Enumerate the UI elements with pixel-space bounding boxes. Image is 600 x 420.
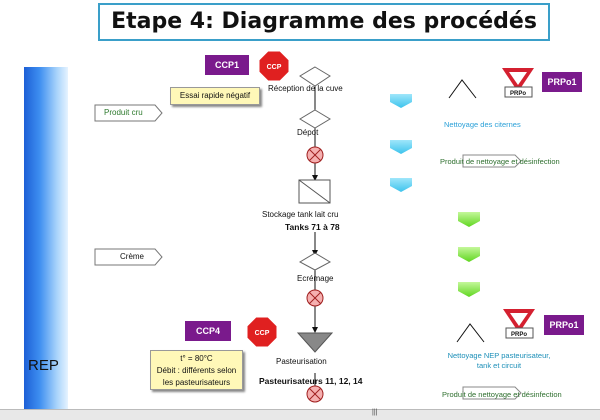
pasteurisateurs-label: Pasteurisateurs 11, 12, 14: [259, 376, 363, 386]
ccp4-tag: CCP4: [185, 321, 231, 341]
cross-circle-3: [306, 385, 324, 403]
prpo1-bottom-tag: PRPo1: [544, 315, 584, 335]
stockage-label: Stockage tank lait cru: [262, 210, 339, 219]
yield-sign-icon: [502, 68, 534, 98]
yield-sign-label: PRPo: [511, 332, 527, 338]
output-shape-2: [462, 386, 522, 400]
green-chevron-icon: [458, 282, 480, 297]
tanks-label: Tanks 71 à 78: [285, 222, 340, 232]
temperature-line: t° = 80°C: [180, 354, 213, 363]
prpo1-top-tag: PRPo1: [542, 72, 582, 92]
cyan-chevron-icon: [390, 178, 412, 192]
cross-circle-1: [306, 146, 324, 164]
green-chevron-icon: [458, 247, 480, 262]
title-box: Etape 4: Diagramme des procédés: [98, 3, 550, 41]
caret-shape: [456, 323, 485, 343]
scroll-grip-icon[interactable]: |||: [372, 409, 378, 416]
stop-sign-icon: [246, 316, 278, 348]
page-title: Etape 4: Diagramme des procédés: [111, 9, 537, 34]
produit-cru-label: Produit cru: [104, 108, 143, 117]
depot-label: Dépot: [297, 128, 319, 137]
rep-label: REP: [28, 357, 59, 374]
ecremage-label: Ecrémage: [297, 274, 334, 283]
pasteurisation-triangle: [296, 332, 334, 353]
stop-sign-label: CCP: [267, 64, 282, 71]
ccp1-tag: CCP1: [205, 55, 249, 75]
cross-circle-2: [306, 289, 324, 307]
reception-label: Réception de la cuve: [268, 84, 343, 93]
stop-sign-icon: [258, 50, 290, 82]
produit-nettoyage-2-label: Produit de nettoyage et désinfection: [442, 390, 562, 399]
tank-box: [298, 179, 331, 204]
yield-sign-label: PRPo: [510, 91, 526, 97]
essai-note: Essai rapide négatif: [170, 87, 260, 105]
nep-label: Nettoyage NEP pasteurisateur, tank et ci…: [434, 351, 564, 371]
pasteurisation-label: Pasteurisation: [276, 357, 327, 366]
yield-sign-icon: [503, 309, 535, 339]
nep-line-2: tank et circuit: [476, 361, 522, 370]
temperature-note: t° = 80°C Débit : différents selon les p…: [150, 350, 243, 390]
cyan-chevron-icon: [390, 140, 412, 154]
diamond-ecremage: [298, 252, 332, 271]
produit-nettoyage-1-label: Produit de nettoyage et désinfection: [440, 157, 560, 166]
horizontal-scrollbar[interactable]: [0, 409, 600, 420]
rep-bar: [24, 67, 68, 413]
input-shape-creme: [94, 248, 163, 266]
diamond-depot: [299, 109, 331, 129]
stop-sign-label: CCP: [255, 330, 270, 337]
output-shape-1: [462, 154, 522, 168]
cyan-chevron-icon: [390, 94, 412, 108]
pasteurisateurs-line: les pasteurisateurs: [162, 378, 231, 387]
essai-note-text: Essai rapide négatif: [179, 91, 251, 100]
nep-line-1: Nettoyage NEP pasteurisateur,: [447, 351, 551, 360]
debit-line: Débit : différents selon: [156, 366, 237, 375]
green-chevron-icon: [458, 212, 480, 227]
creme-label: Crème: [120, 252, 145, 261]
diamond-reception: [299, 66, 331, 87]
input-shape-produit-cru: [94, 104, 163, 122]
nettoyage-citernes-label: Nettoyage des citernes: [444, 120, 521, 129]
caret-shape: [448, 79, 477, 99]
